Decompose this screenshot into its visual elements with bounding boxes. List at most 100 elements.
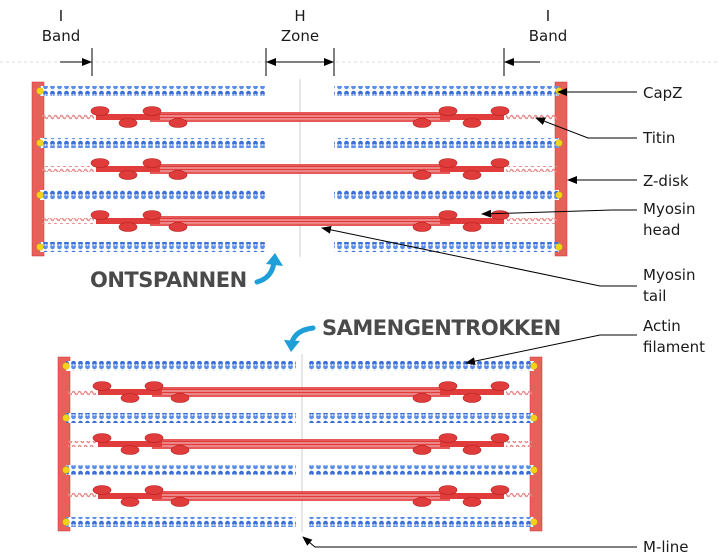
- capz-dot: [555, 139, 563, 147]
- myosin-core: [150, 164, 450, 174]
- titin-left: [42, 166, 94, 172]
- actin-filament-left: [40, 138, 266, 148]
- capz-dot: [36, 191, 44, 199]
- myosin-head: [438, 381, 458, 391]
- myosin-head: [490, 381, 510, 391]
- actin-filament-left: [66, 413, 296, 423]
- leader-myosin-head: [481, 209, 637, 218]
- capz-dot: [36, 139, 44, 147]
- capz-dot: [555, 243, 563, 251]
- myosin-head: [438, 210, 458, 220]
- titin-left: [68, 441, 96, 447]
- titin-right: [506, 441, 532, 447]
- myosin-head: [412, 118, 432, 128]
- capz-dot: [62, 518, 70, 526]
- myosin-head: [412, 170, 432, 180]
- capz-dot: [62, 414, 70, 422]
- capz-dot: [530, 362, 538, 370]
- label-titin: Titin: [642, 129, 675, 147]
- actin-filament-right: [308, 465, 534, 475]
- capz-dot: [36, 87, 44, 95]
- myosin-head: [168, 118, 188, 128]
- myosin-head: [120, 445, 140, 455]
- actin-filament-left: [66, 361, 296, 371]
- myosin-core: [150, 216, 450, 226]
- titin-left: [42, 218, 94, 224]
- titin-right: [506, 114, 557, 120]
- myosin-head: [490, 433, 510, 443]
- state-label-contracted: SAMENGENTROKKEN: [322, 316, 561, 340]
- myosin-core: [152, 491, 450, 501]
- h-zone-label-1: H: [294, 7, 305, 25]
- actin-filament-right: [308, 413, 534, 423]
- myosin-head: [118, 170, 138, 180]
- myosin-head: [120, 393, 140, 403]
- label-myosin-head-1: Myosin: [643, 200, 696, 218]
- myosin-head: [462, 118, 482, 128]
- i-band-right-label-1: I: [546, 7, 550, 25]
- capz-dot: [36, 243, 44, 251]
- myosin-head: [92, 485, 112, 495]
- myosin-head: [170, 497, 190, 507]
- label-myosin-tail-2: tail: [643, 287, 666, 305]
- actin-filament-left: [40, 190, 266, 200]
- myosin-head: [170, 393, 190, 403]
- actin-filament-right: [334, 242, 559, 252]
- sarcomere-relaxed: [31, 79, 568, 257]
- label-myosin-head-2: head: [643, 221, 680, 239]
- actin-filament-right: [308, 517, 534, 527]
- myosin-head: [142, 158, 162, 168]
- myosin-head: [170, 445, 190, 455]
- myosin-head: [168, 170, 188, 180]
- capz-dot: [62, 362, 70, 370]
- titin-right: [506, 166, 557, 172]
- myosin-core: [150, 112, 450, 122]
- myosin-head: [144, 433, 164, 443]
- capz-dot: [555, 191, 563, 199]
- myosin-head: [90, 158, 110, 168]
- top-labels: I Band H Zone I Band: [0, 7, 720, 76]
- myosin-head: [412, 393, 432, 403]
- leader-actin: [465, 334, 637, 366]
- actin-filament-right: [334, 190, 559, 200]
- label-m-line: M-line: [643, 538, 688, 556]
- curved-arrow-relaxed-head: [266, 253, 283, 266]
- leader-lines: [302, 88, 637, 548]
- titin-left: [42, 114, 94, 120]
- myosin-head: [168, 222, 188, 232]
- titin-left: [68, 389, 96, 395]
- myosin-head: [412, 497, 432, 507]
- leader-m-line: [302, 536, 637, 548]
- curved-arrow-relaxed: [254, 259, 277, 285]
- i-band-right-label-2: Band: [529, 27, 568, 45]
- actin-filament-left: [66, 465, 296, 475]
- myosin-head: [438, 158, 458, 168]
- titin-left: [68, 493, 96, 499]
- myosin-head: [462, 497, 482, 507]
- myosin-head: [462, 445, 482, 455]
- titin-right: [506, 218, 557, 224]
- myosin-head: [438, 485, 458, 495]
- actin-filament-left: [40, 86, 266, 96]
- capz-dot: [555, 87, 563, 95]
- myosin-head: [90, 106, 110, 116]
- label-actin-1: Actin: [643, 317, 681, 335]
- myosin-head: [412, 222, 432, 232]
- capz-dot: [62, 466, 70, 474]
- myosin-head: [142, 106, 162, 116]
- myosin-head: [462, 170, 482, 180]
- actin-filament-left: [40, 242, 266, 252]
- myosin-head: [490, 210, 510, 220]
- capz-dot: [530, 414, 538, 422]
- legend-labels: CapZ Titin Z-disk Myosin head Myosin tai…: [642, 84, 705, 556]
- myosin-head: [462, 222, 482, 232]
- h-zone-label-2: Zone: [281, 27, 319, 45]
- capz-dot: [530, 466, 538, 474]
- actin-filament-left: [66, 517, 296, 527]
- label-myosin-tail-1: Myosin: [643, 266, 696, 284]
- myosin-head: [92, 381, 112, 391]
- label-z-disk: Z-disk: [643, 172, 689, 190]
- curved-arrow-contracted: [289, 325, 316, 345]
- myosin-head: [490, 158, 510, 168]
- myosin-head: [118, 222, 138, 232]
